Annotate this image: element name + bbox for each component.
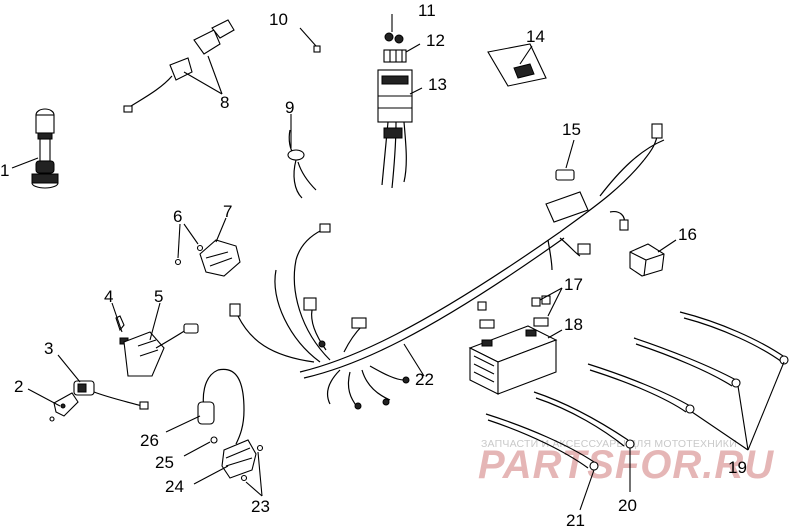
callout-5: 5 xyxy=(154,287,163,306)
callout-1: 1 xyxy=(0,161,9,180)
part-19-hoses xyxy=(587,311,789,414)
part-3-sensor xyxy=(73,380,149,410)
callout-7: 7 xyxy=(223,202,232,221)
watermark-brand: PARTSFOR.RU xyxy=(478,443,774,487)
part-22-wiring-harness xyxy=(229,123,665,410)
part-11-bolts xyxy=(384,32,404,44)
part-20-hose xyxy=(533,391,635,449)
part-21-hose xyxy=(485,413,599,471)
callout-25: 25 xyxy=(155,453,174,472)
part-15-fuse xyxy=(555,169,575,181)
part-1-ignition-switch xyxy=(31,108,59,189)
part-13-cdi-unit xyxy=(377,69,413,189)
part-17-terminals xyxy=(477,295,551,329)
callout-6: 6 xyxy=(173,207,182,226)
part-26-spark-cap xyxy=(197,368,245,445)
part-5-relay xyxy=(123,323,199,377)
callout-13: 13 xyxy=(428,75,447,94)
callout-17: 17 xyxy=(564,275,583,294)
watermark-tagline: ЗАПЧАСТИ И АКСЕССУАРЫ ДЛЯ МОТОТЕХНИКИ xyxy=(481,438,737,450)
part-23-screws xyxy=(240,444,264,482)
callout-4: 4 xyxy=(104,287,113,306)
callout-24: 24 xyxy=(165,477,184,496)
callout-16: 16 xyxy=(678,225,697,244)
part-18-battery xyxy=(468,325,558,395)
part-16-relay xyxy=(629,243,665,277)
part-9-sensor xyxy=(287,129,317,199)
part-7-regulator xyxy=(199,239,241,277)
callout-12: 12 xyxy=(426,31,445,50)
part-2-bracket xyxy=(49,392,79,422)
part-8-switch xyxy=(123,19,235,113)
part-25-washer xyxy=(210,436,218,444)
callout-9: 9 xyxy=(285,98,294,117)
part-6-screw xyxy=(174,244,204,266)
part-10-plug xyxy=(313,45,321,53)
part-12-connector xyxy=(383,49,407,63)
watermark: ЗАПЧАСТИ И АКСЕССУАРЫ ДЛЯ МОТОТЕХНИКИ PA… xyxy=(478,438,774,487)
callout-11: 11 xyxy=(418,1,436,20)
callout-15: 15 xyxy=(562,120,581,139)
callout-3: 3 xyxy=(44,339,53,358)
callout-19: 19 xyxy=(728,458,747,477)
callout-20: 20 xyxy=(618,496,637,515)
callout-2: 2 xyxy=(14,377,23,396)
callout-26: 26 xyxy=(140,431,159,450)
callout-18: 18 xyxy=(564,315,583,334)
part-24-ignition-coil xyxy=(221,439,257,479)
part-14-cover xyxy=(487,43,547,87)
callout-22: 22 xyxy=(415,370,434,389)
callout-23: 23 xyxy=(251,497,270,516)
callout-10: 10 xyxy=(269,10,288,29)
callout-14: 14 xyxy=(526,27,545,46)
callout-8: 8 xyxy=(220,93,229,112)
callout-21: 21 xyxy=(566,511,585,529)
